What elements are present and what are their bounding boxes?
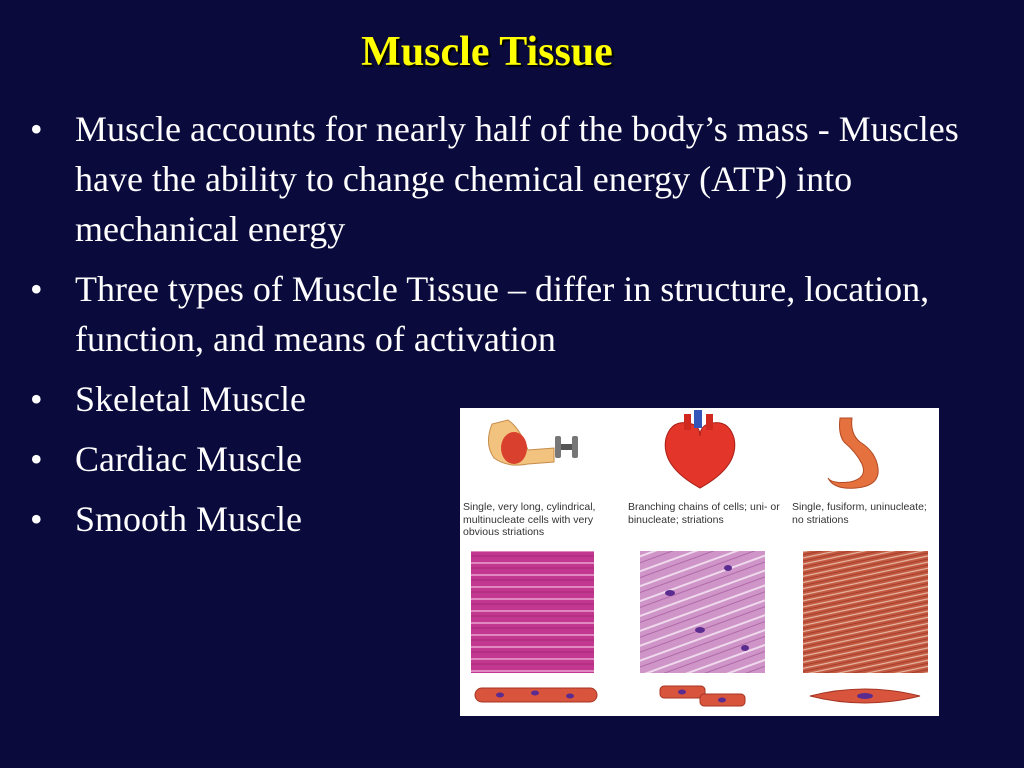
bullet-item: • Muscle accounts for nearly half of the …: [28, 104, 988, 254]
bullet-dot: •: [30, 439, 43, 479]
smooth-tissue-micrograph: [803, 551, 928, 673]
bullet-dot: •: [30, 269, 43, 309]
skeletal-fiber-drawing: [474, 687, 598, 703]
cardiac-fiber-drawing: [659, 685, 746, 707]
bullet-text: Cardiac Muscle: [75, 439, 302, 479]
cardiac-nuclei: [665, 565, 749, 651]
bullet-item: • Smooth Muscle: [28, 494, 988, 544]
muscle-types-figure: Single, very long, cylindrical, multinuc…: [460, 408, 939, 716]
bullet-text: Muscle accounts for nearly half of the b…: [75, 109, 959, 249]
bullet-item: • Three types of Muscle Tissue – differ i…: [28, 264, 988, 364]
heart-icon: [664, 410, 736, 489]
slide-title: Muscle Tissue: [361, 29, 613, 75]
flexed-arm-dumbbell-icon: [488, 419, 578, 466]
bullet-item: • Skeletal Muscle: [28, 374, 988, 424]
bullet-dot: •: [30, 379, 43, 419]
bullet-list: • Muscle accounts for nearly half of the …: [28, 104, 988, 554]
bullet-item: • Cardiac Muscle: [28, 434, 988, 484]
cardiac-caption: Branching chains of cells; uni- or binuc…: [628, 501, 780, 526]
bullet-dot: •: [30, 109, 43, 149]
bullet-text: Skeletal Muscle: [75, 379, 306, 419]
bullet-dot: •: [30, 499, 43, 539]
skeletal-tissue-micrograph: [471, 551, 594, 673]
muscle-figure-art: [471, 410, 928, 707]
skeletal-caption: Single, very long, cylindrical, multinuc…: [463, 501, 596, 538]
bullet-text: Three types of Muscle Tissue – differ in…: [75, 269, 930, 359]
bullet-text: Smooth Muscle: [75, 499, 303, 539]
smooth-fiber-drawing: [809, 688, 921, 704]
stomach-icon: [827, 417, 879, 489]
smooth-caption: Single, fusiform, uninucleate; no striat…: [792, 501, 927, 526]
cardiac-tissue-micrograph: [640, 551, 765, 673]
